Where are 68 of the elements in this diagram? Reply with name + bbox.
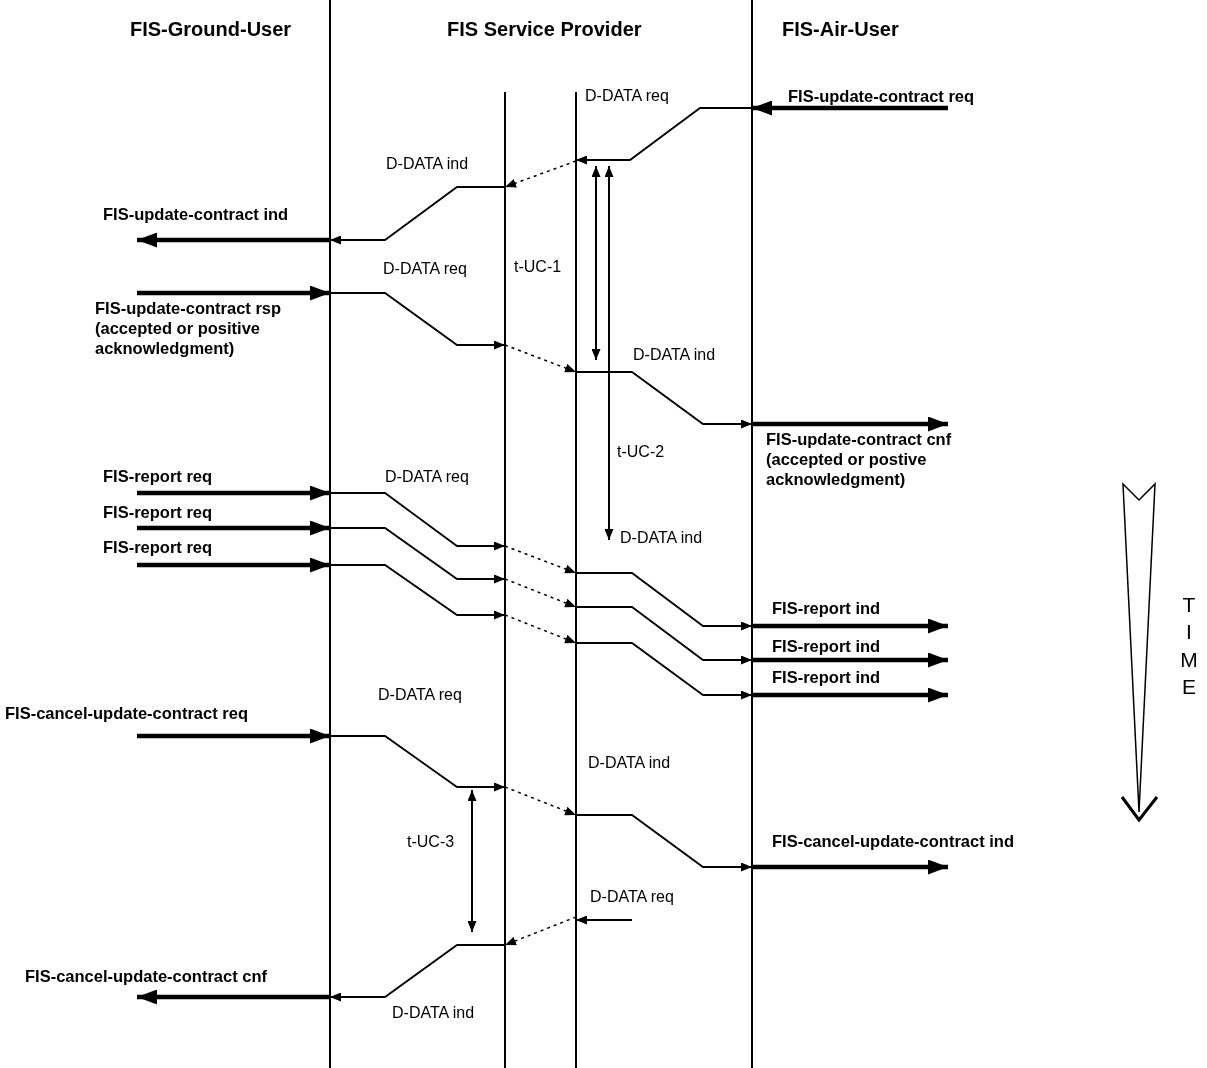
edge-label: FIS-update-contract rsp (accepted or positive acknowledgment) [95,299,283,359]
timer-label: t-UC-1 [514,257,562,277]
arrow [575,915,633,925]
column-heading: FIS-Air-User [782,17,899,41]
arrow [329,186,506,245]
arrow [137,520,330,536]
lifeline [751,0,753,1068]
arrow [752,687,948,703]
arrow [575,371,753,429]
time-label: TIME [1180,592,1198,700]
edge-label: D-DATA ind [392,1003,475,1023]
arrow [575,606,753,665]
edge-label: D-DATA ind [620,528,703,548]
dashed-arrow [504,545,577,574]
arrow [137,728,330,744]
edge-label: D-DATA req [383,259,467,279]
arrow [329,492,506,551]
dashed-arrow [504,578,577,608]
edge-label: FIS-report req [103,503,213,523]
dashed-arrow [504,344,577,373]
arrow [752,859,948,875]
edge-label: D-DATA req [378,685,462,705]
arrow [137,485,330,501]
edge-label: D-DATA ind [588,753,671,773]
arrow [575,814,753,872]
dashed-arrow [504,786,577,816]
arrow [329,564,506,620]
edge-label: FIS-cancel-update-contract req [5,704,248,724]
arrow [752,100,948,116]
arrow [137,285,330,301]
column-heading: FIS-Ground-User [130,17,292,41]
arrow [575,572,753,631]
arrow [752,652,948,668]
dashed-arrow [504,614,577,644]
edge-label: FIS-update-contract req [788,87,975,107]
edge-label: FIS-report ind [772,599,881,619]
edge-label: FIS-cancel-update-contract ind [772,832,1015,852]
arrow [329,944,506,1002]
edge-label: FIS-update-contract cnf (accepted or postive acknowledgment) [766,430,953,490]
edge-label: D-DATA req [590,887,674,907]
edge-label: FIS-report req [103,538,213,558]
arrow [137,989,330,1005]
column-heading: FIS Service Provider [447,17,642,41]
lifeline [329,0,331,1068]
edge-label: FIS-report req [103,467,213,487]
lifeline [575,92,577,1068]
arrow [575,107,753,165]
edge-label: FIS-report ind [772,637,881,657]
arrow [329,292,506,350]
edge-label: D-DATA req [385,467,469,487]
edge-label: D-DATA req [585,86,669,106]
edge-label: FIS-report ind [772,668,881,688]
arrow [329,735,506,792]
timer-label: t-UC-2 [617,442,665,462]
arrow [137,557,330,573]
edge-label: D-DATA ind [633,345,716,365]
lifeline [504,92,506,1068]
arrow [329,527,506,584]
arrow [575,642,753,700]
dashed-arrow [504,916,577,946]
arrow [752,618,948,634]
edge-label: D-DATA ind [386,154,469,174]
timer-label: t-UC-3 [407,832,455,852]
arrow [752,416,948,432]
edge-label: FIS-cancel-update-contract cnf [25,967,268,987]
edge-label: FIS-update-contract ind [103,205,289,225]
dashed-arrow [504,160,577,188]
arrow [137,232,330,248]
